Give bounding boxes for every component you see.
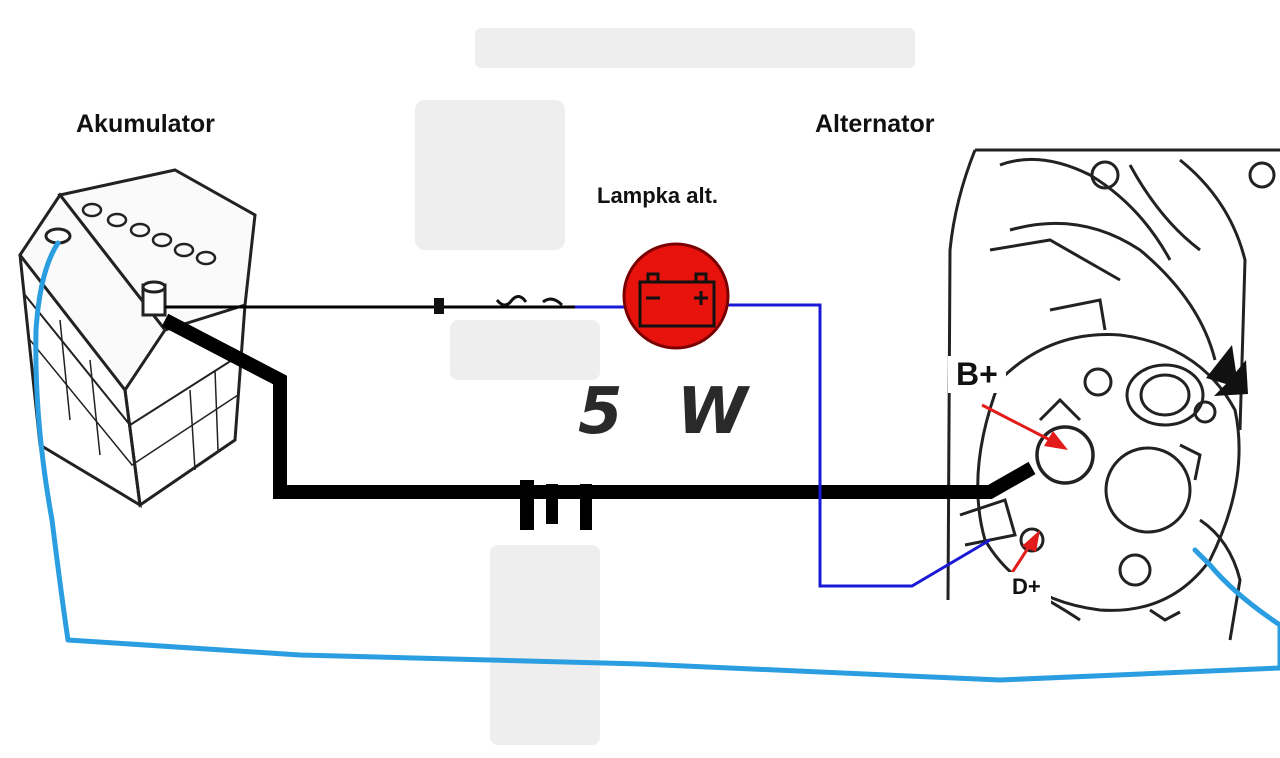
lamp-power-label: 5 W <box>578 375 764 449</box>
lamp-to-dplus-wire <box>575 303 991 588</box>
battery-symbol-icon <box>638 272 716 328</box>
battery <box>18 168 257 508</box>
warning-lamp <box>622 242 730 350</box>
lamp-label: Lampka alt. <box>597 183 719 208</box>
alternator-label: Alternator <box>815 110 935 138</box>
cable-junction-tabs <box>520 480 592 530</box>
ground-wire <box>33 240 1280 683</box>
battery-terminal-positive <box>141 280 167 317</box>
terminal-dplus-label: D+ <box>1002 572 1051 608</box>
terminal-bplus-label: B+ <box>948 356 1006 393</box>
erased-text-smudges <box>415 28 915 745</box>
wire-fuse-connector <box>434 295 564 314</box>
battery-label: Akumulator <box>76 110 215 138</box>
alternator-pointer-arrow <box>1206 345 1248 396</box>
terminal-bplus-arrow <box>981 403 1068 450</box>
